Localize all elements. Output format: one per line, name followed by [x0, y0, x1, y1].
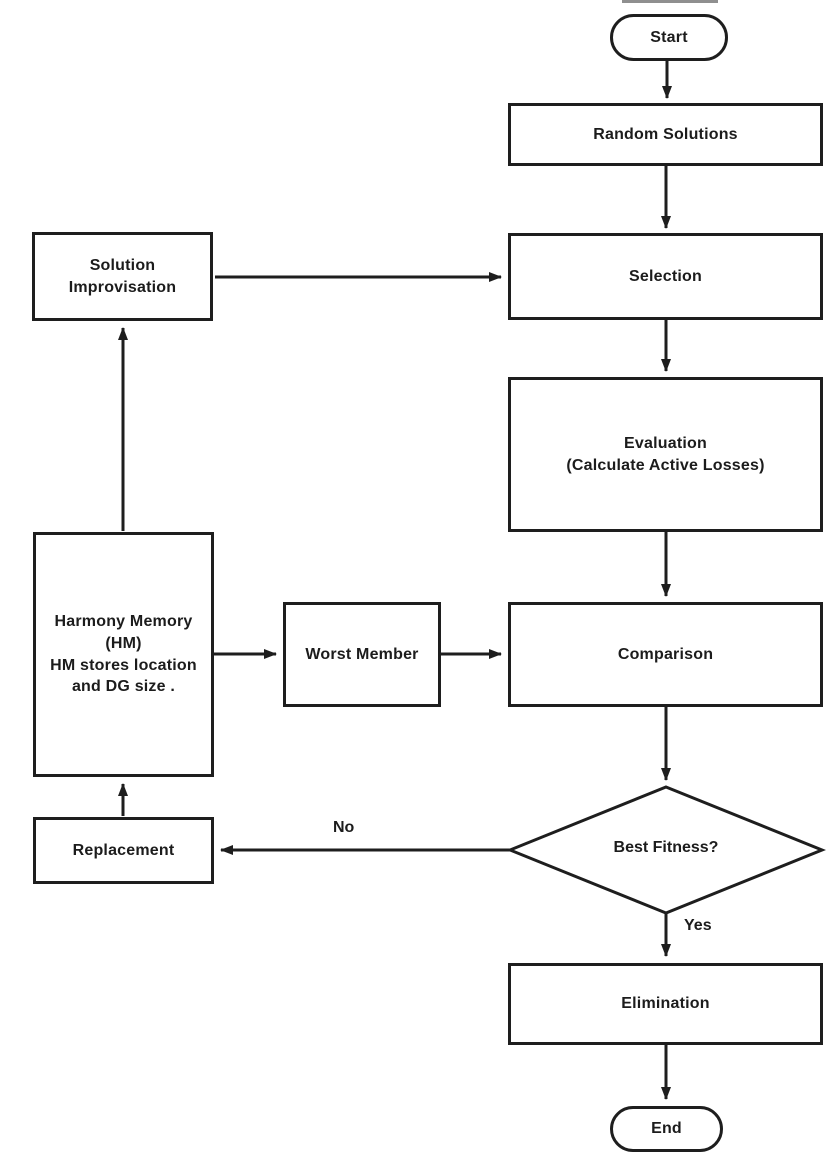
node-solution-improvisation: Solution Improvisation	[32, 232, 213, 321]
node-evaluation: Evaluation (Calculate Active Losses)	[508, 377, 823, 532]
edge-label-yes: Yes	[684, 917, 712, 934]
node-selection: Selection	[508, 233, 823, 320]
crop-artifact-line	[622, 0, 718, 3]
node-worst-member: Worst Member	[283, 602, 441, 707]
node-best-fitness-label: Best Fitness?	[613, 839, 719, 856]
node-comparison: Comparison	[508, 602, 823, 707]
node-elimination: Elimination	[508, 963, 823, 1045]
node-random-solutions: Random Solutions	[508, 103, 823, 166]
node-replacement: Replacement	[33, 817, 214, 884]
node-end: End	[610, 1106, 723, 1152]
best-fitness-diamond-shape	[505, 785, 827, 915]
edge-label-no: No	[333, 819, 355, 836]
node-harmony-memory: Harmony Memory (HM) HM stores location a…	[33, 532, 214, 777]
node-start: Start	[610, 14, 728, 61]
